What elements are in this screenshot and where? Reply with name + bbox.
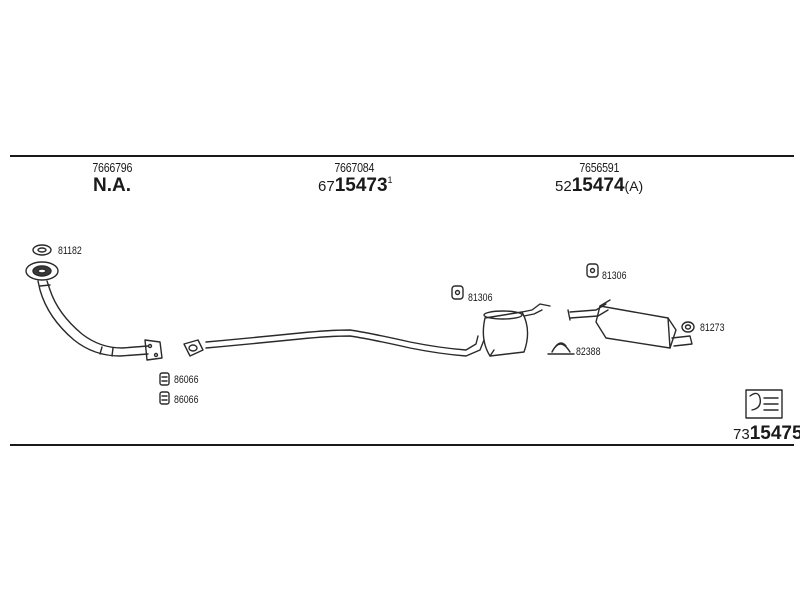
callout-gasket-front: 81182	[58, 245, 82, 257]
assembly-middle: 67154731	[318, 175, 393, 197]
assembly-rear-number: 15474	[571, 175, 625, 196]
clamp-icon	[547, 342, 575, 355]
part-number-front: 7666796	[92, 160, 133, 175]
callout-clamp: 82388	[576, 346, 601, 358]
manufacturer-symbol-icon	[745, 389, 783, 419]
assembly-complete-prefix: 73	[733, 426, 750, 443]
assembly-middle-suffix: 1	[387, 175, 393, 185]
part-number-rear: 7656591	[579, 160, 620, 175]
assembly-complete-number: 15475	[749, 423, 800, 444]
callout-mount-mid: 81306	[468, 292, 493, 304]
rear-silencer-icon	[595, 299, 693, 349]
bolt-2-icon	[159, 391, 170, 405]
gasket-front-icon	[32, 244, 52, 256]
part-number-middle: 7667084	[334, 160, 375, 175]
callout-hanger-rear: 81273	[700, 322, 725, 334]
assembly-middle-number: 15473	[334, 175, 388, 196]
front-pipe-flange-icon	[144, 339, 163, 361]
mount-mid-icon	[451, 285, 464, 300]
top-divider	[10, 155, 794, 157]
assembly-rear: 5215474(A)	[555, 175, 643, 197]
middle-silencer-icon	[482, 303, 551, 357]
hanger-rear-icon	[681, 321, 695, 333]
callout-bolt-2: 86066	[174, 394, 199, 406]
assembly-rear-suffix: (A)	[624, 178, 644, 194]
front-pipe-icon	[37, 280, 149, 357]
assembly-middle-prefix: 67	[318, 178, 335, 195]
assembly-front-label: N.A.	[93, 175, 131, 196]
assembly-complete: 7315475	[733, 423, 800, 445]
callout-bolt-1: 86066	[174, 374, 199, 386]
front-flange-icon	[25, 261, 59, 281]
bottom-divider	[10, 444, 794, 446]
middle-pipe-icon	[205, 329, 485, 357]
mount-rear-icon	[586, 263, 599, 278]
intermediate-gasket-icon	[183, 339, 204, 357]
bolt-1-icon	[159, 372, 170, 386]
assembly-front: N.A.	[93, 175, 131, 197]
callout-mount-rear: 81306	[602, 270, 627, 282]
assembly-rear-prefix: 52	[555, 178, 572, 195]
